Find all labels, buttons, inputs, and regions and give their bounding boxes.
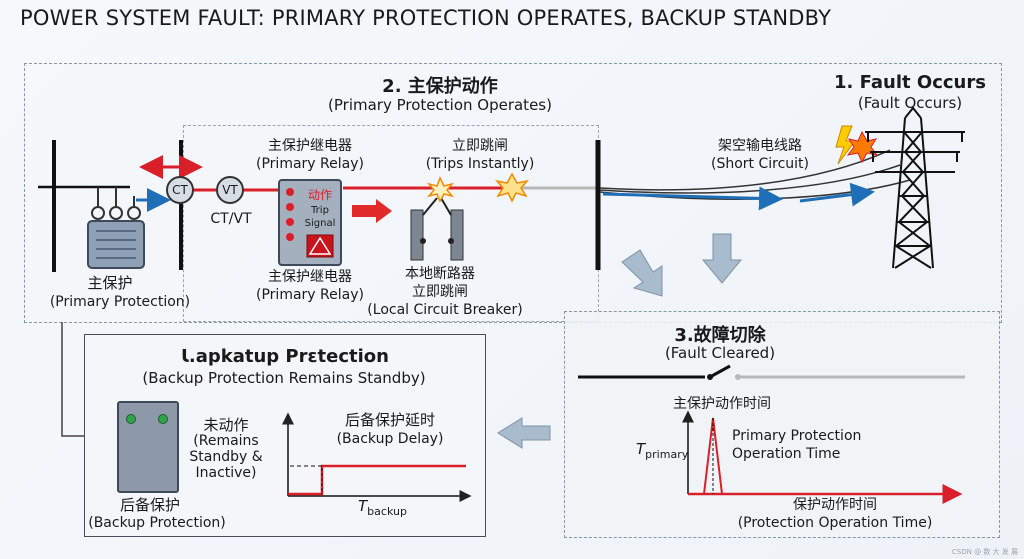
backup-state-en3: Inactive) xyxy=(195,465,257,481)
backup-connector xyxy=(61,322,84,437)
backup-state-en2: Standby & xyxy=(189,449,263,465)
ct-label: CT xyxy=(172,183,188,197)
backup-protection-frame xyxy=(84,334,486,537)
transmission-tower-icon xyxy=(865,106,965,269)
fault-zone-frame xyxy=(24,63,1002,323)
flow-arrow-down xyxy=(701,233,743,284)
section1-subheading: (Fault Occurs) xyxy=(857,94,963,112)
overhead-line-label: 架空输电线路 xyxy=(718,138,802,154)
backup-relay-device xyxy=(117,401,179,493)
ct-icon xyxy=(166,176,194,204)
primary-operation-line2: Operation Time xyxy=(732,446,841,462)
section1-heading: 1. Fault Occurs xyxy=(834,72,986,93)
primary-relay-bottom-cn: 主保护继电器 xyxy=(268,269,352,285)
spark-icon xyxy=(426,172,529,203)
primary-relay-bottom-en: (Primary Relay) xyxy=(256,287,364,303)
flow-arrow-curved xyxy=(621,249,663,297)
trip-command-arrow xyxy=(352,199,392,223)
circuit-breaker-icon xyxy=(410,197,464,261)
section3-subheading: (Fault Cleared) xyxy=(664,344,776,362)
backup-device-cn: 后备保护 xyxy=(119,496,180,514)
backup-box-heading: Ɩ.apkatup Prɛtection xyxy=(181,346,389,367)
backup-device-en: (Backup Protection) xyxy=(88,515,226,531)
relay-action-label: 动作 xyxy=(307,188,332,202)
transformer-icon xyxy=(87,187,145,269)
section3-heading: 3.故障切除 xyxy=(674,325,766,346)
t-primary-label: Tprimary xyxy=(636,440,689,461)
backup-delay-chart xyxy=(282,412,472,502)
primary-relay-label-en: (Primary Relay) xyxy=(256,156,364,172)
primary-relay-panel xyxy=(278,179,342,266)
primary-time-chart xyxy=(682,410,963,504)
breaker-label-cn: 本地断路器 xyxy=(405,266,475,282)
short-circuit-label: (Short Circuit) xyxy=(710,156,809,172)
ctvt-label: CT/VT xyxy=(210,211,252,227)
primary-operation-line1: Primary Protection xyxy=(732,428,862,444)
watermark: CSDN @ 数 大 发 展 xyxy=(951,548,1018,556)
page-title: POWER SYSTEM FAULT: PRIMARY PROTECTION O… xyxy=(20,6,832,30)
primary-relay-label-cn: 主保护继电器 xyxy=(268,138,352,154)
breaker-label-cn2: 立即跳闸 xyxy=(412,284,468,300)
vt-label: VT xyxy=(222,183,238,197)
t-backup-label: Tbackup xyxy=(358,497,407,518)
bus-bar-left xyxy=(38,140,130,272)
backup-state-en1: (Remains xyxy=(193,433,259,449)
flow-arrow-left xyxy=(497,417,551,449)
open-switch-icon xyxy=(578,364,965,380)
protection-time-label-cn: 保护动作时间 xyxy=(793,497,877,513)
relay-trip-label: Trip xyxy=(311,205,329,216)
trips-instantly-en: (Trips Instantly) xyxy=(425,156,535,172)
primary-protection-cn: 主保护 xyxy=(87,274,133,292)
primary-protection-en: (Primary Protection) xyxy=(49,294,191,310)
fault-cleared-frame xyxy=(564,311,1000,538)
breaker-label-en: (Local Circuit Breaker) xyxy=(367,302,523,318)
trips-instantly-cn: 立即跳闸 xyxy=(452,138,508,154)
backup-box-subheading: (Backup Protection Remains Standby) xyxy=(142,369,426,387)
vt-icon xyxy=(216,176,244,204)
relay-signal-label: Signal xyxy=(304,218,336,229)
section2-subheading: (Primary Protection Operates) xyxy=(328,96,552,114)
section2-heading: 2. 主保护动作 xyxy=(382,76,498,97)
backup-delay-en: (Backup Delay) xyxy=(336,431,444,447)
backup-state-cn: 未动作 xyxy=(203,416,249,434)
protection-time-label-en: (Protection Operation Time) xyxy=(737,515,933,531)
lightning-icon xyxy=(835,125,879,165)
primary-time-label-cn: 主保护动作时间 xyxy=(673,396,771,412)
backup-delay-cn: 后备保护延时 xyxy=(344,411,435,429)
